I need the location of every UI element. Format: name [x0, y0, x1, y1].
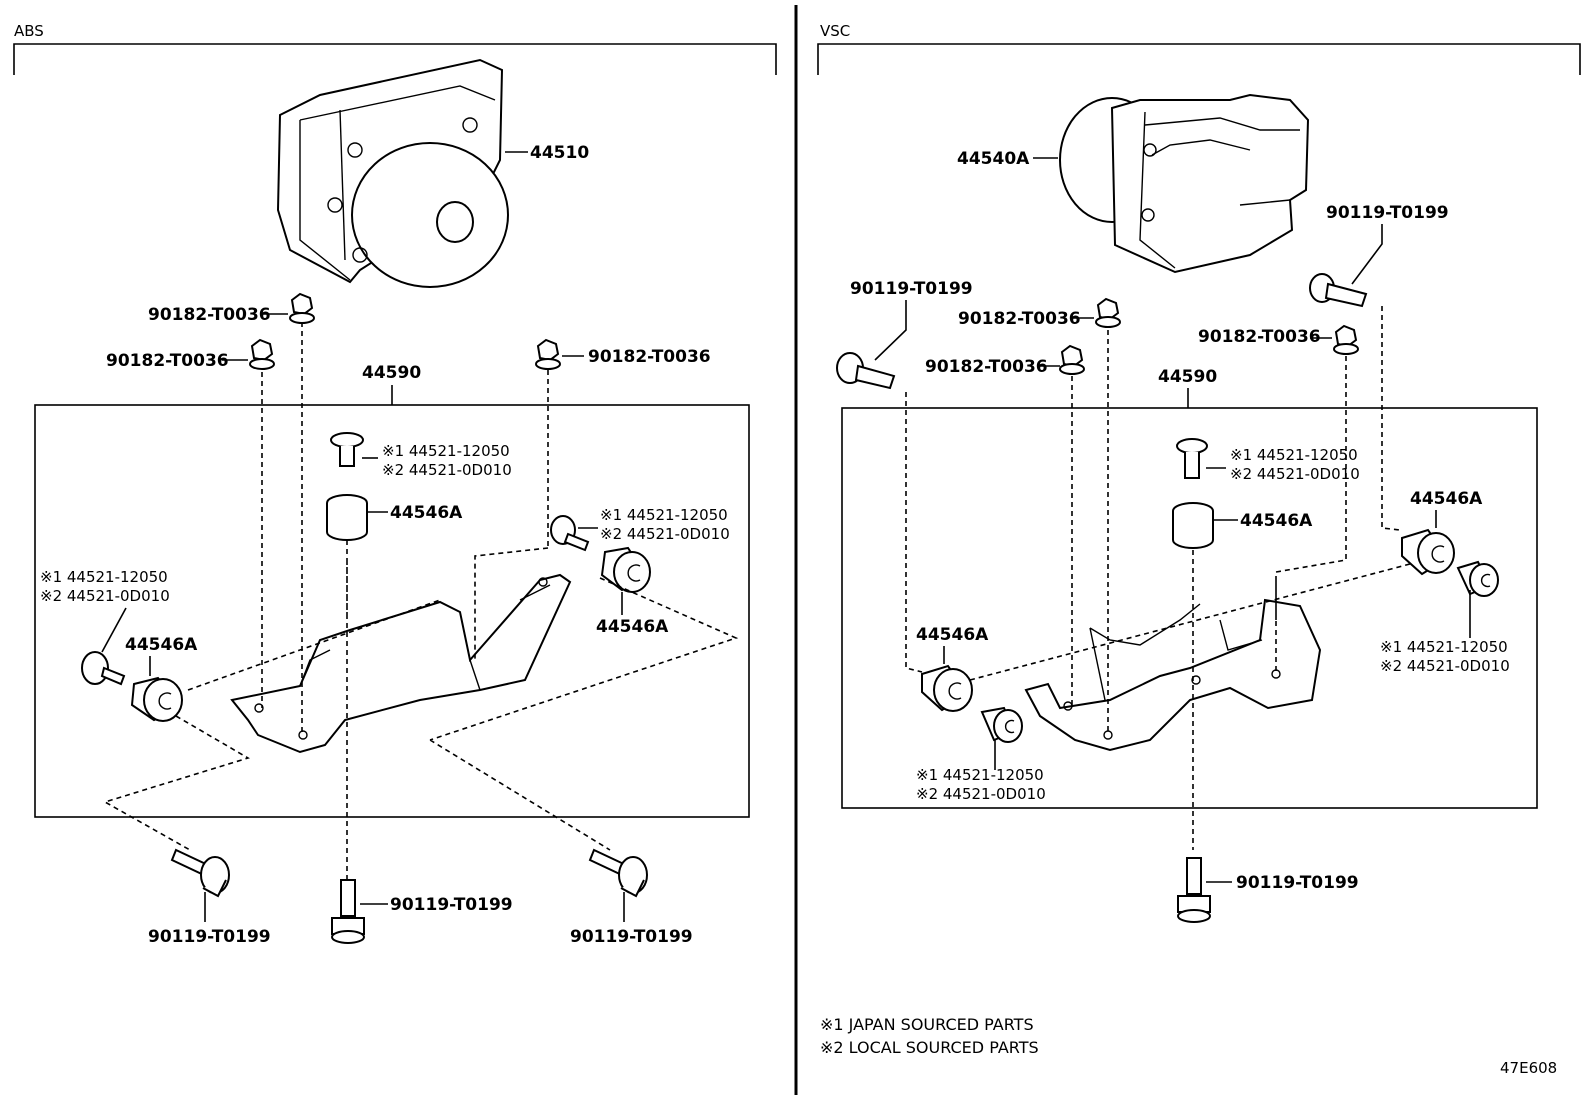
abs-collar-center-icon [330, 432, 364, 467]
vsc-nut-a-label: 90182-T0036 [958, 309, 1081, 329]
vsc-bolt-top-right-icon [1309, 273, 1368, 308]
vsc-nut-b-label: 90182-T0036 [925, 357, 1048, 377]
vsc-bushing-left-icon [921, 664, 973, 712]
vsc-collar-left-label-1: ※1 44521-12050 [916, 766, 1044, 784]
vsc-leader-lines [905, 306, 1411, 850]
abs-bushing-left-label: 44546A [125, 635, 198, 655]
vsc-nut-c-label: 90182-T0036 [1198, 327, 1321, 347]
abs-bracket-plate-icon [230, 573, 572, 754]
abs-nut-left-icon [249, 338, 275, 370]
vsc-bolt-top-left-icon [836, 352, 896, 390]
vsc-nut-c-icon [1333, 324, 1359, 355]
vsc-actuator-label: 44540A [957, 149, 1030, 169]
abs-collar-left-label-1: ※1 44521-12050 [40, 568, 168, 586]
vsc-collar-right-label-1: ※1 44521-12050 [1380, 638, 1508, 656]
vsc-bushing-right-icon [1401, 528, 1455, 576]
abs-collar-left-label-2: ※2 44521-0D010 [40, 587, 170, 605]
abs-nut-top-label: 90182-T0036 [148, 305, 271, 325]
diagram-code: 47E608 [1500, 1059, 1557, 1077]
abs-leader-lines [102, 322, 739, 900]
vsc-collar-center-icon [1176, 438, 1208, 479]
abs-bushing-center-icon [326, 494, 368, 541]
abs-bushing-right-label: 44546A [596, 617, 669, 637]
vsc-collar-center-label-1: ※1 44521-12050 [1230, 446, 1358, 464]
vsc-collar-right-icon [1456, 560, 1499, 597]
vsc-bolt-bottom-icon [1177, 857, 1211, 923]
abs-collar-right-label-1: ※1 44521-12050 [600, 506, 728, 524]
vsc-bushing-center-label: 44546A [1240, 511, 1313, 531]
vsc-actuator-icon [1059, 93, 1310, 274]
abs-collar-left-icon [81, 651, 126, 686]
vsc-bolt-bottom-label: 90119-T0199 [1236, 873, 1359, 893]
abs-bolt-center-icon [331, 879, 365, 944]
abs-bolt-left-label: 90119-T0199 [148, 927, 271, 947]
abs-actuator-icon [276, 58, 509, 288]
vsc-bolt-top-right-label: 90119-T0199 [1326, 203, 1449, 223]
abs-bushing-left-icon [130, 676, 183, 722]
abs-nut-right-icon [535, 338, 561, 370]
vsc-bushing-center-icon [1172, 502, 1214, 549]
vsc-bracket-plate-icon [1024, 598, 1322, 752]
vsc-collar-left-icon [980, 706, 1023, 743]
vsc-collar-center-label-2: ※2 44521-0D010 [1230, 465, 1360, 483]
abs-bushing-right-icon [600, 546, 651, 593]
abs-bushing-center-label: 44546A [390, 503, 463, 523]
abs-collar-center-label-2: ※2 44521-0D010 [382, 461, 512, 479]
abs-bracket-label: 44590 [362, 363, 421, 383]
vsc-section-title: VSC [820, 22, 850, 40]
vsc-bushing-right-label: 44546A [1410, 489, 1483, 509]
note-japan-sourced: ※1 JAPAN SOURCED PARTS [820, 1015, 1034, 1034]
abs-nut-left-label: 90182-T0036 [106, 351, 229, 371]
vsc-collar-left-label-2: ※2 44521-0D010 [916, 785, 1046, 803]
abs-bolt-left-icon [170, 848, 230, 898]
vsc-bracket-label: 44590 [1158, 367, 1217, 387]
vsc-bushing-left-label: 44546A [916, 625, 989, 645]
abs-section-bracket [13, 43, 777, 75]
abs-nut-top-icon [289, 292, 315, 324]
note-local-sourced: ※2 LOCAL SOURCED PARTS [820, 1038, 1039, 1057]
abs-bolt-right-label: 90119-T0199 [570, 927, 693, 947]
vsc-bolt-top-left-label: 90119-T0199 [850, 279, 973, 299]
abs-bracket-frame [34, 404, 750, 818]
abs-bolt-center-label: 90119-T0199 [390, 895, 513, 915]
vsc-section-bracket [817, 43, 1581, 75]
abs-section-title: ABS [14, 22, 44, 40]
abs-actuator-label: 44510 [530, 143, 589, 163]
vsc-bracket-frame [841, 407, 1538, 809]
abs-bolt-right-icon [588, 848, 648, 898]
vsc-collar-right-label-2: ※2 44521-0D010 [1380, 657, 1510, 675]
abs-collar-right-label-2: ※2 44521-0D010 [600, 525, 730, 543]
abs-collar-center-label-1: ※1 44521-12050 [382, 442, 510, 460]
abs-nut-right-label: 90182-T0036 [588, 347, 711, 367]
abs-collar-right-icon [550, 515, 590, 552]
vsc-nut-a-icon [1095, 297, 1121, 328]
vsc-nut-b-icon [1059, 344, 1085, 375]
